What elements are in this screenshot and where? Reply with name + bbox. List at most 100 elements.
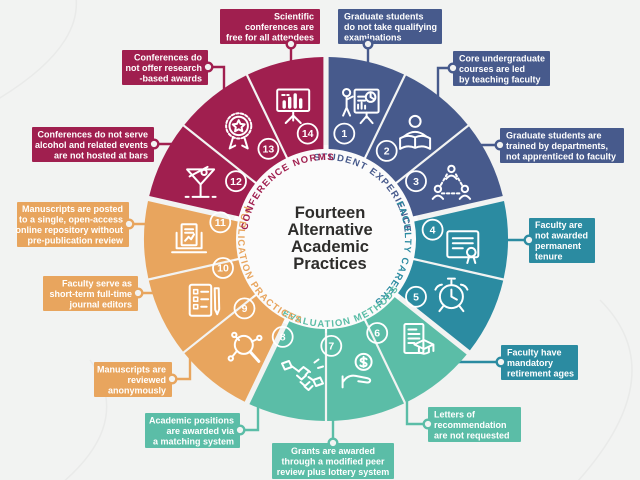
callout-label-line: are awarded via	[166, 426, 235, 436]
callout-box	[94, 362, 172, 397]
callout-label-line: Conferences do not serve	[37, 129, 148, 139]
callout-label-line: Conferences do	[134, 52, 203, 62]
award-rosette-icon	[225, 112, 253, 150]
callout-label-line: Faculty have	[507, 347, 562, 357]
callout-label-line: examinations	[344, 32, 402, 42]
callout-label-line: through a modified peer	[281, 456, 385, 466]
callout-label-line: conferences are	[245, 22, 314, 32]
segment-7-wedge	[327, 320, 404, 421]
callout-label-line: Graduate students	[344, 11, 424, 21]
callout-label-line: pre-publication review	[27, 236, 124, 246]
callout-box	[220, 9, 320, 44]
callout-anchor-ring	[285, 38, 297, 50]
callout-anchor-ring	[362, 38, 374, 50]
segment-2-number: 2	[384, 146, 390, 158]
callout-box	[122, 50, 208, 85]
callout-box	[17, 202, 129, 247]
martini-glass-icon	[184, 165, 217, 198]
segment-9-wedge	[184, 296, 285, 402]
segment-4-number-circle	[421, 218, 444, 241]
alarm-clock-icon	[434, 277, 469, 313]
callout-label-line: Letters of	[434, 409, 476, 419]
callout-label-line: not offer research	[125, 63, 202, 73]
callout-label-line: Core undergraduate	[459, 53, 545, 63]
callout-label-line: retirement ages	[507, 368, 574, 378]
callout-anchor-ring	[447, 62, 459, 74]
document-gradcap-icon	[403, 323, 435, 355]
wheel-title-line: Practices	[293, 255, 366, 273]
callout-box	[500, 128, 624, 163]
segment-2-wedge	[366, 75, 468, 182]
segment-10-number: 10	[217, 263, 229, 275]
callout-box	[428, 407, 521, 442]
callout-label-line: Grants are awarded	[291, 446, 375, 456]
segment-11-number-circle	[209, 211, 232, 234]
segment-2-number-circle	[375, 139, 398, 162]
callout-anchor-ring	[166, 373, 178, 385]
callout-label-line: -based awards	[139, 73, 202, 83]
callout-label-line: permanent	[535, 241, 581, 251]
callout-label-line: reviewed	[127, 375, 166, 385]
callout-box	[43, 276, 138, 311]
people-network-icon	[431, 164, 472, 200]
segment-8-number-circle	[271, 325, 294, 348]
callout-label-line: not awarded	[535, 231, 588, 241]
callout-label-line: Scientific	[274, 11, 314, 21]
callout-anchor-ring	[132, 287, 144, 299]
callout-box	[453, 51, 550, 86]
callout-label-line: are not requested	[434, 430, 510, 440]
callout-anchor-ring	[422, 418, 434, 430]
diploma-certificate-icon	[446, 230, 480, 264]
segment-6-number: 6	[374, 328, 380, 340]
bar-chart-easel-icon	[276, 88, 311, 124]
segment-5-number-circle	[405, 285, 427, 308]
magnifier-network-icon	[227, 331, 263, 363]
segment-14-number-circle	[296, 122, 319, 145]
segment-14-number: 14	[302, 128, 314, 140]
callout-box	[501, 345, 578, 380]
callout-label-line: journal editors	[68, 299, 132, 309]
callout-box	[529, 218, 595, 263]
wave-line	[0, 0, 77, 99]
hand-dollar-coin-icon	[341, 352, 373, 389]
callout-label-line: are not hosted at bars	[54, 150, 148, 160]
segment-5-number: 5	[413, 291, 419, 303]
segment-13-number-circle	[257, 137, 280, 160]
callout-label-line: online repository without	[16, 225, 124, 235]
segment-6-number-circle	[366, 322, 389, 344]
callout-anchor-ring	[495, 356, 507, 368]
callout-label-line: to a single, open-access	[19, 215, 123, 225]
callout-label-line: alcohol and related events	[35, 140, 148, 150]
callout-label-line: Manuscripts are	[97, 364, 166, 374]
segment-5-wedge	[398, 260, 504, 351]
laptop-document-icon	[171, 223, 208, 254]
checklist-pen-icon	[188, 283, 221, 317]
callout-label-line: Faculty are	[535, 220, 583, 230]
callout-anchor-ring	[148, 138, 160, 150]
segment-8-wedge	[249, 321, 325, 421]
callout-label-line: short-term full-time	[49, 289, 132, 299]
callout-label-line: anonymously	[108, 385, 166, 395]
callout-label-line: not apprenticed to faculty	[506, 151, 616, 161]
segment-7-number-circle	[320, 334, 343, 357]
